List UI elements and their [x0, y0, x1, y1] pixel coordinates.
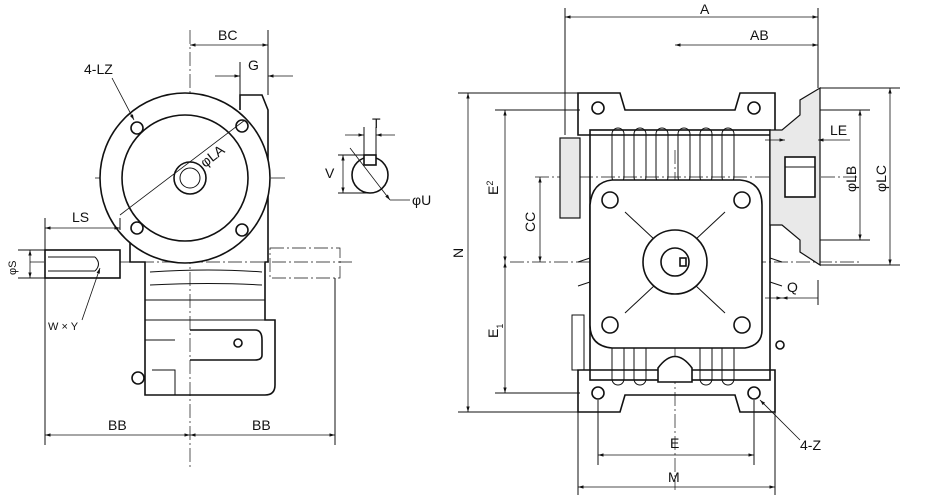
cover-rib-br: [694, 284, 726, 314]
label-t: T: [372, 115, 381, 131]
label-e2: E2: [485, 181, 501, 195]
side-view: BC G 4-LZ φLA LS φS W × Y BB BB: [7, 27, 355, 470]
label-lb: φLB: [843, 166, 859, 192]
label-g: G: [248, 57, 259, 73]
cover-rib-bl: [624, 284, 656, 314]
label-lc: φLC: [873, 165, 889, 192]
cover-bolt-tl: [601, 191, 619, 209]
foot-hole-bl: [591, 386, 605, 400]
front-left-lug: [571, 314, 585, 371]
lz-leader: [111, 77, 135, 121]
cover-bolt-br: [733, 316, 751, 334]
label-n: N: [450, 248, 466, 258]
cover-bolt-bl: [601, 316, 619, 334]
label-le: LE: [830, 122, 847, 138]
side-housing-outline: [120, 94, 276, 396]
label-ab: AB: [750, 27, 769, 43]
front-motor-shaft: [784, 156, 816, 198]
label-e1: E1: [485, 324, 505, 338]
foot-hole-tr: [747, 101, 761, 115]
input-shaft: [44, 249, 121, 279]
side-drain-plug: [131, 371, 145, 385]
front-left-boss: [559, 137, 581, 219]
output-shaft-hidden: [269, 247, 341, 279]
label-q: Q: [787, 279, 798, 295]
side-foot-slot: [190, 329, 263, 361]
u-leader: [349, 147, 391, 201]
label-v: V: [325, 165, 335, 181]
side-bolt: [233, 338, 243, 348]
front-bottom-boss: [657, 355, 693, 383]
front-output-key: [679, 257, 687, 267]
side-housing-ribs: [145, 299, 265, 341]
front-bottom-foot: [577, 369, 776, 413]
foot-hole-tl: [591, 101, 605, 115]
front-output-shaft: [660, 247, 690, 277]
foot-hole-br: [747, 386, 761, 400]
cover-rib-tl: [624, 211, 656, 241]
front-view: A AB LE φLB φLC N E2 CC E1: [450, 1, 900, 495]
front-right-plug: [775, 340, 785, 350]
side-housing-fins: [149, 269, 263, 286]
label-ls: LS: [72, 209, 89, 225]
la-diameter-line: [119, 119, 246, 216]
flange-bolt-hole-tr: [235, 119, 249, 133]
flange-bolt-hole-bl: [130, 221, 144, 235]
label-bc: BC: [218, 27, 237, 43]
front-top-foot: [577, 92, 776, 136]
wy-leader: [81, 267, 101, 321]
z-leader: [759, 399, 801, 441]
label-bb-left: BB: [108, 417, 127, 433]
side-foot-step: [152, 369, 176, 395]
front-side-chevrons: [577, 257, 783, 287]
cover-bolt-tr: [733, 191, 751, 209]
side-flange-inner: [121, 114, 249, 242]
label-wy: W × Y: [48, 321, 79, 333]
label-4-z: 4-Z: [800, 437, 821, 453]
flange-bolt-hole-br: [235, 223, 249, 237]
cover-rib-tr: [694, 211, 726, 241]
label-e: E: [670, 435, 679, 451]
side-shaft-bore: [173, 161, 207, 195]
side-shaft: [179, 167, 201, 189]
label-m: M: [668, 469, 680, 485]
label-bb-right: BB: [252, 417, 271, 433]
label-a: A: [700, 1, 710, 17]
label-cc: CC: [522, 212, 538, 232]
key-slot: [363, 154, 377, 166]
label-u: φU: [412, 192, 431, 208]
input-key-end: [94, 256, 99, 272]
flange-bolt-hole-tl: [130, 121, 144, 135]
label-4-lz: 4-LZ: [84, 61, 113, 77]
label-s: φS: [7, 261, 19, 275]
key-detail: T V φU: [325, 115, 431, 208]
